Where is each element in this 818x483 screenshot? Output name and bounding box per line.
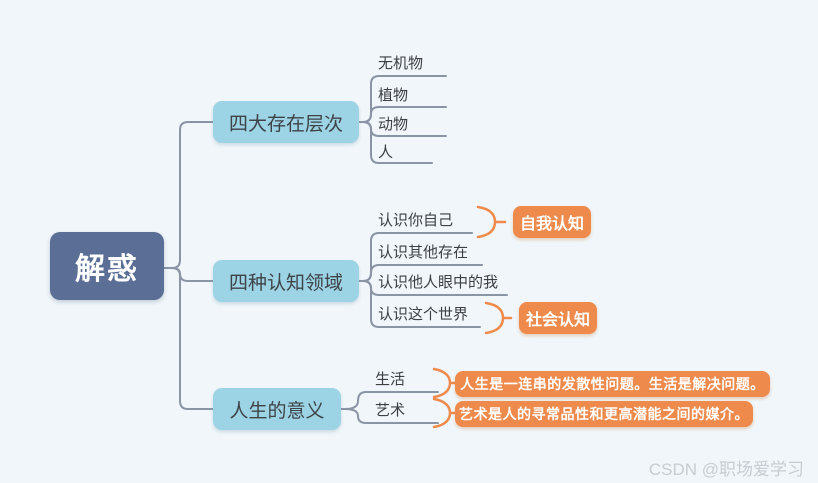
edge-root-branch2: [163, 267, 214, 282]
summary-brace-self: [476, 205, 507, 239]
csdn-watermark: CSDN @职场爱学习: [648, 460, 804, 479]
child-topic-art[interactable]: 艺术: [375, 402, 406, 419]
edge-b2-c4: [358, 280, 481, 328]
child-topic-know-other-beings[interactable]: 认识其他存在: [378, 244, 469, 261]
summary-brace-social: [484, 301, 513, 335]
root-node[interactable]: 解惑: [50, 232, 164, 300]
child-topic-inorganic[interactable]: 无机物: [378, 55, 424, 72]
branch-node-existence-levels[interactable]: 四大存在层次: [213, 101, 359, 143]
branch-node-meaning-of-life[interactable]: 人生的意义: [213, 388, 341, 430]
summary-node-life-quote[interactable]: 人生是一连串的发散性问题。生活是解决问题。: [455, 371, 770, 397]
child-topic-know-yourself[interactable]: 认识你自己: [378, 212, 454, 229]
child-topic-me-in-others-eyes[interactable]: 认识他人眼中的我: [378, 274, 499, 291]
edge-b1-c4: [358, 121, 433, 164]
child-topic-animals[interactable]: 动物: [378, 116, 409, 133]
child-topic-know-the-world[interactable]: 认识这个世界: [378, 306, 469, 323]
summary-node-art-quote[interactable]: 艺术是人的寻常品性和更高潜能之间的媒介。: [455, 401, 753, 427]
edge-root-branch1: [163, 121, 214, 269]
child-topic-human[interactable]: 人: [378, 144, 394, 161]
edge-root-branch3: [163, 267, 214, 410]
child-topic-plants[interactable]: 植物: [378, 87, 409, 104]
child-topic-life[interactable]: 生活: [375, 371, 406, 388]
summary-node-social-cognition[interactable]: 社会认知: [519, 302, 597, 334]
branch-node-cognition-domains[interactable]: 四种认知领域: [213, 260, 359, 302]
edge-b3-c2: [340, 408, 439, 424]
summary-node-self-cognition[interactable]: 自我认知: [513, 206, 591, 238]
